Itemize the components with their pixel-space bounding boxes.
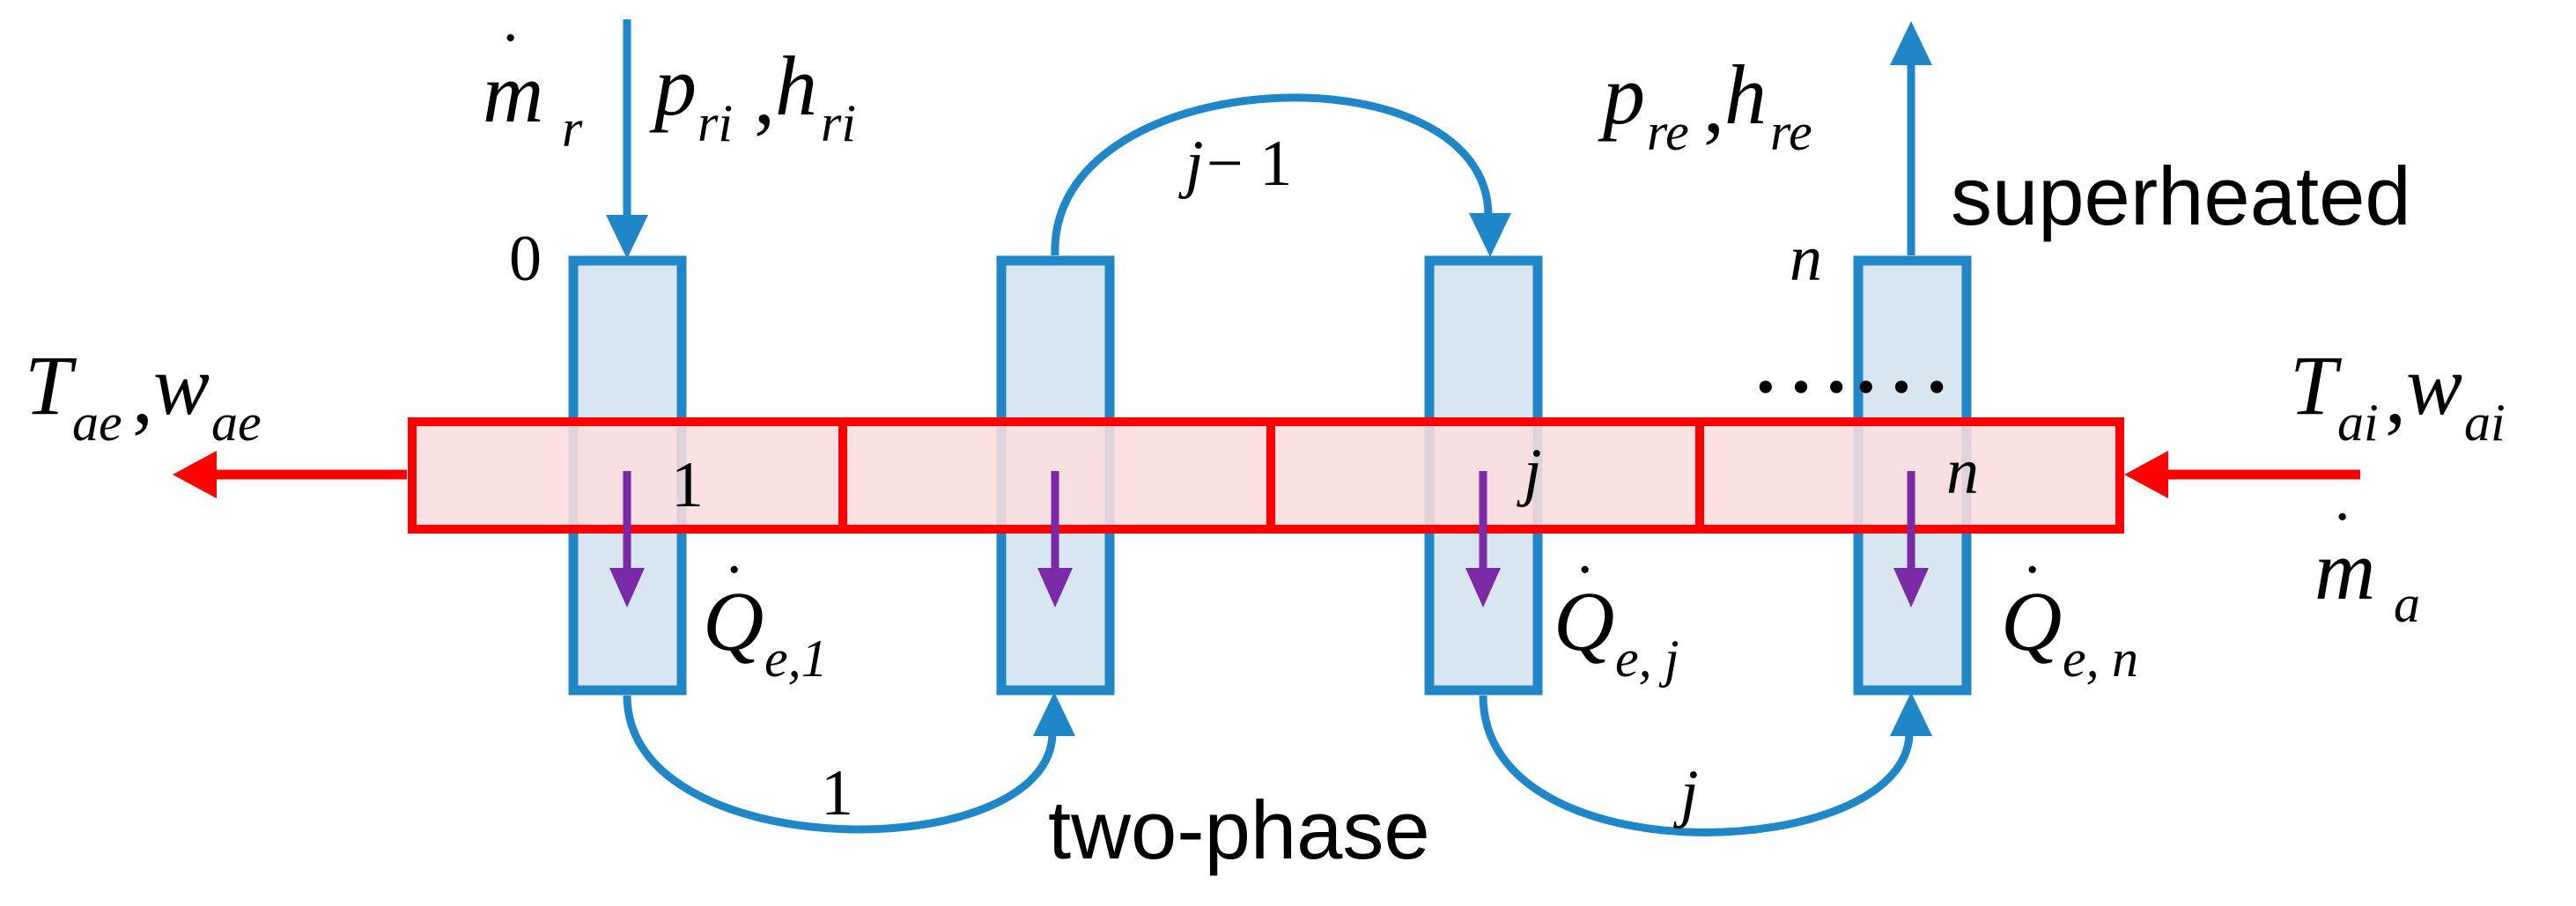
node-n-top-label: n	[1790, 223, 1822, 295]
t-ae-label: T	[25, 338, 78, 432]
connection-bottom-j-arrowhead	[1890, 692, 1932, 736]
refrigerant-inlet-arrowhead	[606, 215, 648, 259]
t-ai-comma: ,	[2385, 347, 2406, 441]
h-re-label: h	[1724, 48, 1767, 142]
q-en-label: Q · e, n	[2001, 536, 2138, 688]
connection-bottom-j-label: j	[1673, 757, 1699, 829]
q-e1-symbol: Q	[703, 574, 764, 668]
refrigerant-outlet-labels: p re , h re superheated	[1598, 48, 2411, 242]
t-ai-subscript: ai	[2337, 394, 2379, 452]
connection-top-j-1	[1051, 93, 1493, 256]
connection-bottom-1-arrowhead	[1033, 692, 1075, 736]
m-a-dot: ·	[2332, 483, 2352, 551]
w-ai-subscript: ai	[2464, 394, 2506, 452]
h-ri-subscript: ri	[821, 94, 856, 152]
heat-arrow-j-head	[1465, 568, 1501, 608]
ellipsis-dots: ……	[1748, 298, 1949, 415]
h-re-subscript: re	[1770, 103, 1812, 161]
q-en-dot: ·	[2022, 536, 2042, 604]
q-ej-dot: ·	[1575, 536, 1595, 604]
p-re-label: p	[1598, 48, 1645, 142]
refrigerant-outlet	[1890, 21, 1932, 255]
q-en-symbol: Q	[2001, 574, 2062, 668]
connection-bottom-1-label: 1	[821, 757, 853, 829]
connection-top-label: j − 1	[1178, 128, 1292, 200]
q-e1-subscript: e,1	[764, 630, 828, 688]
heat-arrow-n-head	[1893, 568, 1929, 608]
t-ai-label: T	[2290, 338, 2343, 432]
node-0-label: 0	[509, 223, 542, 295]
heat-arrow-2-head	[1037, 568, 1073, 608]
p-ri-subscript: ri	[698, 94, 733, 152]
t-ae-comma: ,	[132, 347, 153, 441]
m-r-dot: ·	[500, 4, 520, 72]
refrigerant-inlet-labels: m · r p ri , h ri	[483, 4, 856, 158]
q-ej-subscript-j: j	[1658, 630, 1679, 688]
air-outlet-arrowhead	[173, 451, 217, 498]
connection-top-minus-one: − 1	[1207, 128, 1292, 200]
p-re-comma: ,	[1703, 56, 1724, 151]
refrigerant-inlet	[606, 19, 648, 259]
w-ae-subscript: ae	[211, 394, 262, 452]
q-en-subscript-n: n	[2112, 630, 2138, 688]
two-phase-label: two-phase	[1048, 784, 1430, 876]
q-e1-label: Q · e,1	[703, 536, 828, 688]
t-ae-subscript: ae	[72, 394, 122, 452]
connection-top-arrowhead	[1469, 213, 1511, 257]
m-a-subscript: a	[2394, 575, 2420, 633]
m-r-subscript: r	[562, 99, 583, 158]
refrigerant-outlet-arrowhead	[1890, 21, 1932, 65]
segment-1-label: 1	[671, 449, 704, 521]
w-ai-label: w	[2406, 338, 2462, 432]
air-inlet-arrowhead	[2124, 451, 2168, 498]
p-re-subscript: re	[1647, 103, 1689, 161]
w-ae-label: w	[153, 338, 210, 432]
connection-bottom-j	[1479, 695, 1914, 836]
segment-n-label: n	[1946, 436, 1979, 508]
m-r-label: m	[483, 46, 543, 140]
air-duct	[408, 417, 2124, 534]
q-ej-label: Q · e, j	[1554, 536, 1679, 688]
tube-connection-arrowheads	[1033, 213, 1932, 736]
p-ri-comma: ,	[754, 48, 775, 142]
q-e1-dot: ·	[724, 536, 744, 604]
air-exit-labels: T ae , w ae	[25, 338, 262, 452]
q-en-subscript-e: e,	[2063, 630, 2100, 688]
q-ej-subscript-e: e,	[1615, 630, 1652, 688]
connection-bottom-1	[623, 695, 1057, 834]
m-a-label: m	[2314, 523, 2375, 617]
tube-connections	[623, 93, 1914, 836]
heat-arrow-1-head	[609, 568, 645, 608]
heat-transfer-arrows	[609, 471, 1929, 608]
connection-top-j: j	[1178, 128, 1204, 200]
p-ri-label: p	[649, 39, 697, 133]
h-ri-label: h	[775, 39, 817, 133]
superheated-label: superheated	[1951, 150, 2411, 242]
q-ej-symbol: Q	[1554, 574, 1614, 668]
air-inlet-labels: T ai , w ai m · a	[2290, 338, 2506, 633]
air-flow-arrows	[173, 451, 2360, 498]
